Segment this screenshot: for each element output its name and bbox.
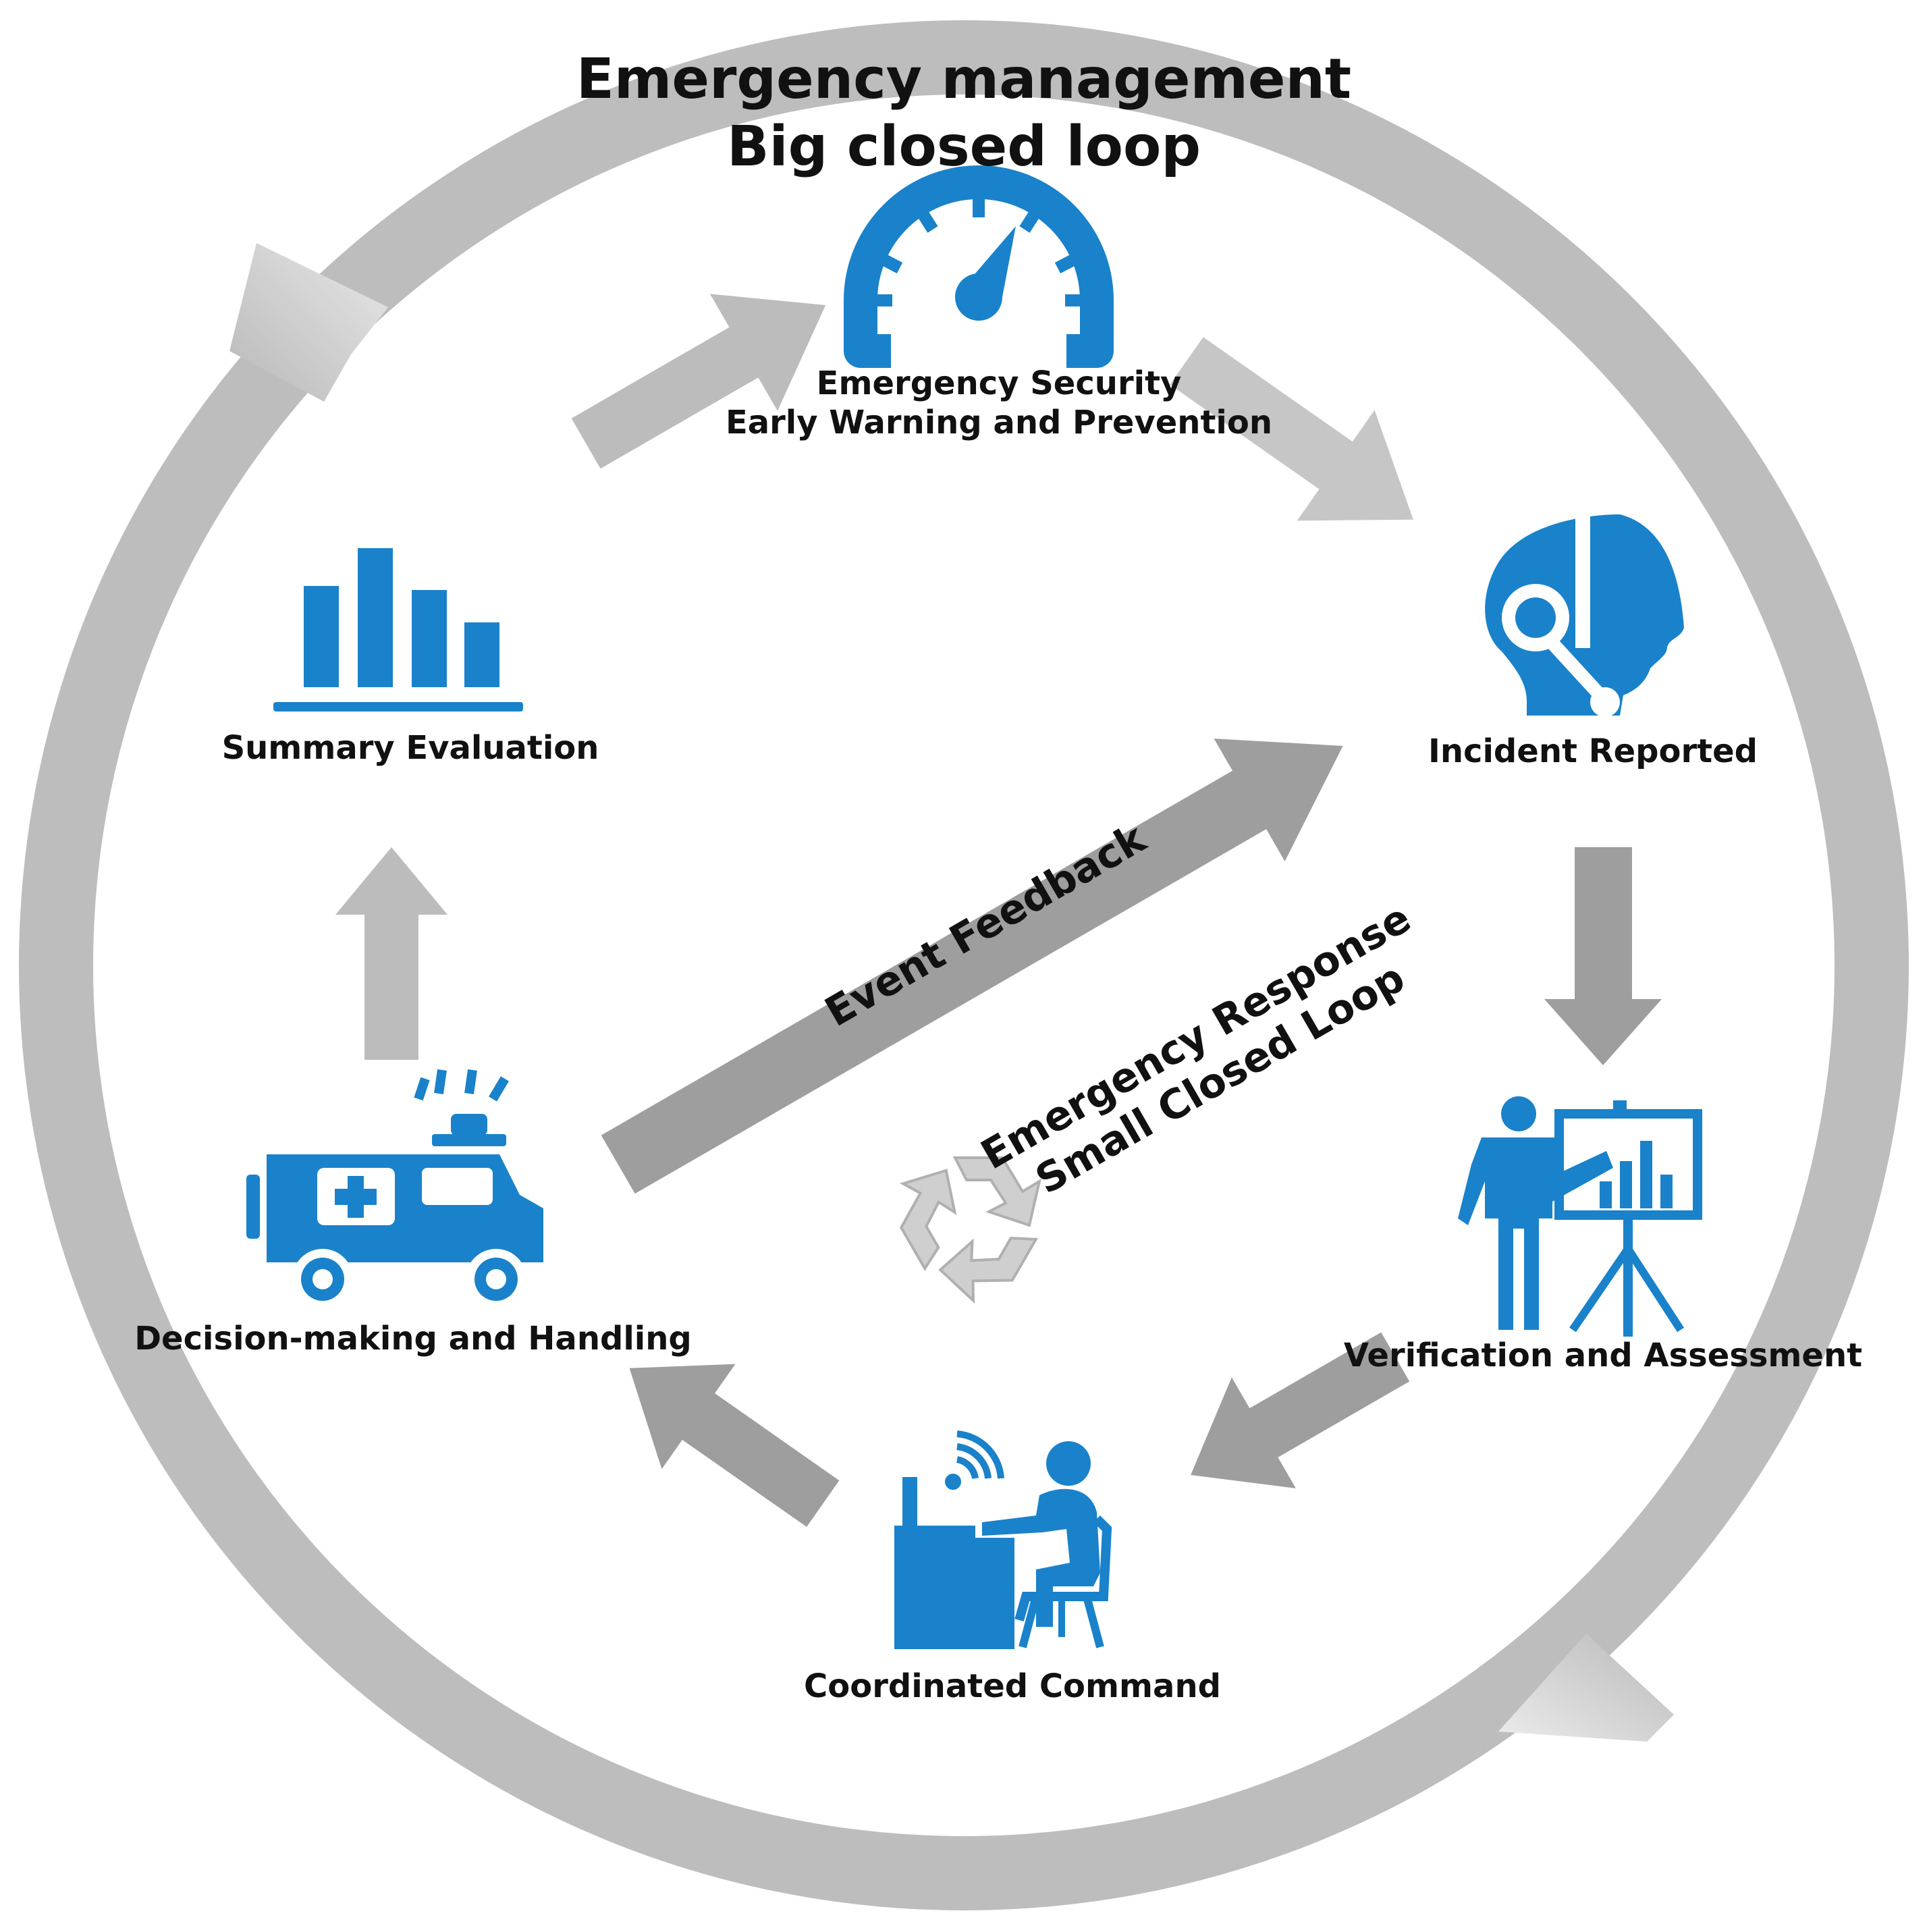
decision-handling-label: Decision-making and Handling <box>134 1320 692 1358</box>
ring-arrowhead-top-left <box>229 243 388 402</box>
recycle-icon <box>881 1156 1042 1314</box>
arrow-verification-to-command <box>1191 1332 1410 1488</box>
arrow-command-to-decision <box>629 1364 840 1527</box>
title-line1: Emergency management <box>576 47 1352 111</box>
arrow-decision-to-summary <box>335 847 447 1060</box>
headset-operator-icon <box>1485 514 1684 717</box>
bar-chart-icon <box>273 548 523 712</box>
arrow-warning-to-incident <box>1170 337 1413 521</box>
summary-evaluation-label: Summary Evaluation <box>221 729 599 767</box>
coordinated-command-label: Coordinated Command <box>804 1667 1221 1705</box>
ambulance-icon <box>246 1069 543 1310</box>
diagram-title: Emergency management Big closed loop <box>559 46 1369 181</box>
verification-label: Verification and Assessment <box>1343 1337 1863 1374</box>
arrow-incident-to-verification <box>1544 847 1662 1065</box>
title-line2: Big closed loop <box>726 115 1201 180</box>
big-loop-ring <box>19 20 1909 1910</box>
arrow-event-feedback <box>601 739 1343 1194</box>
presenter-chart-icon <box>1458 1096 1702 1337</box>
speedometer-icon <box>844 165 1114 368</box>
incident-reported-label: Incident Reported <box>1428 732 1758 770</box>
early-warning-line2: Early Warning and Prevention <box>725 403 1273 441</box>
ring-arrowhead-bottom-right <box>1498 1634 1674 1742</box>
early-warning-label: Emergency Security Early Warning and Pre… <box>695 365 1303 442</box>
operator-desk-icon <box>894 1430 1112 1649</box>
arrow-summary-to-warning <box>571 294 826 469</box>
early-warning-line1: Emergency Security <box>816 365 1182 402</box>
